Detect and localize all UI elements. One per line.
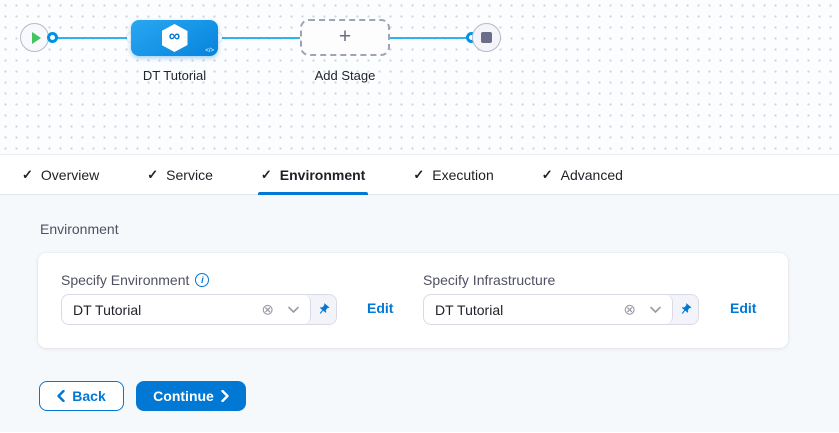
add-stage-button[interactable]: +: [300, 19, 390, 56]
tab-label: Advanced: [560, 166, 623, 183]
info-icon[interactable]: i: [195, 273, 210, 287]
stage-node-label: DT Tutorial: [142, 68, 207, 83]
check-icon: ✓: [22, 166, 33, 182]
pushpin-icon: [681, 303, 692, 314]
tab-label: Execution: [432, 166, 494, 183]
clear-icon[interactable]: ⊗: [261, 301, 274, 318]
stop-icon: [481, 32, 492, 43]
environment-select: ⊗: [62, 295, 311, 324]
tab-label: Service: [166, 166, 213, 183]
check-icon: ✓: [260, 166, 272, 182]
specify-environment-label: Specify Environment i: [61, 272, 210, 288]
chevron-down-icon[interactable]: [650, 306, 661, 313]
clear-icon[interactable]: ⊗: [623, 301, 636, 318]
tab-advanced[interactable]: ✓ Advanced: [542, 155, 623, 194]
check-icon: ✓: [413, 166, 425, 182]
pipeline-end-node: [472, 23, 501, 52]
tab-label: Environment: [279, 166, 366, 183]
continue-button[interactable]: Continue: [136, 381, 246, 411]
infrastructure-select-input[interactable]: [424, 295, 672, 324]
add-stage-label: Add Stage: [314, 68, 376, 83]
tab-execution[interactable]: ✓ Execution: [413, 155, 493, 194]
play-icon: [31, 31, 41, 44]
pipeline-start-node: [20, 23, 49, 52]
pushpin-icon: [319, 303, 330, 314]
check-icon: ✓: [147, 166, 159, 182]
environment-card: Specify Environment i ⊗ Edit Specify Inf…: [38, 253, 788, 348]
environment-select-input[interactable]: [62, 295, 310, 324]
stage-tabs: ✓ Overview ✓ Service ✓ Environment ✓ Exe…: [0, 155, 839, 195]
tab-label: Overview: [40, 166, 100, 183]
plus-icon: +: [338, 25, 352, 48]
pipeline-canvas: ∞ </> DT Tutorial + Add Stage: [0, 0, 839, 155]
pipeline-edge: [218, 37, 302, 39]
edit-infrastructure-link[interactable]: Edit: [730, 300, 757, 316]
harness-cd-icon: ∞: [168, 28, 181, 45]
chevron-left-icon: [57, 390, 65, 402]
field-label-text: Specify Environment: [61, 272, 190, 288]
deploy-hexagon-icon: ∞: [161, 24, 188, 52]
specify-infrastructure-label: Specify Infrastructure: [423, 272, 555, 288]
pipeline-edge: [390, 37, 468, 39]
pin-environment-button[interactable]: [311, 295, 336, 324]
continue-button-label: Continue: [153, 388, 214, 404]
start-node-port: [47, 32, 58, 43]
pipeline-edge: [52, 37, 132, 39]
stage-node-dt-tutorial[interactable]: ∞ </>: [131, 20, 218, 56]
chevron-right-icon: [221, 390, 229, 402]
edit-environment-link[interactable]: Edit: [367, 300, 394, 316]
pin-infrastructure-button[interactable]: [673, 295, 698, 324]
field-label-text: Specify Infrastructure: [423, 272, 556, 288]
check-icon: ✓: [541, 166, 553, 182]
back-button[interactable]: Back: [39, 381, 124, 411]
infrastructure-select-group: ⊗: [423, 294, 699, 325]
tab-overview[interactable]: ✓ Overview: [22, 155, 99, 194]
back-button-label: Back: [72, 388, 106, 404]
tab-service[interactable]: ✓ Service: [147, 155, 213, 194]
environment-tab-panel: Environment Specify Environment i ⊗ Edit…: [0, 195, 839, 432]
environment-select-group: ⊗: [61, 294, 337, 325]
tab-environment[interactable]: ✓ Environment: [257, 155, 369, 195]
infrastructure-select: ⊗: [424, 295, 673, 324]
section-heading: Environment: [40, 221, 119, 237]
chevron-down-icon[interactable]: [288, 306, 299, 313]
code-badge-icon: </>: [205, 48, 214, 54]
